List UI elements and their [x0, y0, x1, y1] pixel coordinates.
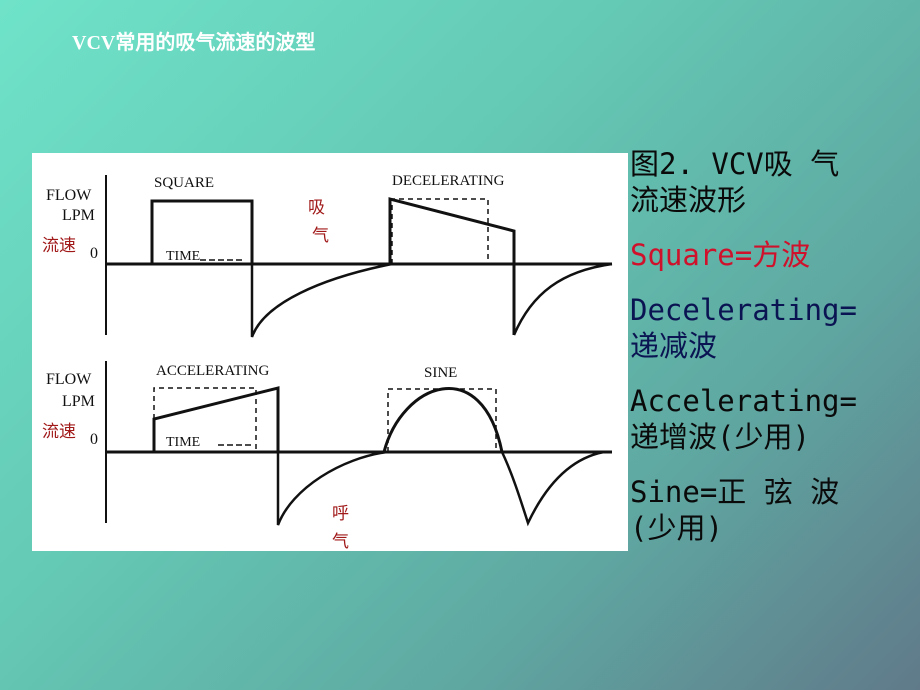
exhale-label-1: 呼	[332, 504, 349, 524]
accelerating-note-line-1: Accelerating=	[630, 384, 857, 418]
square-wave	[150, 199, 254, 264]
accelerating-dashed-box	[153, 387, 257, 452]
caption-line-1: 图2. VCV吸 气	[630, 147, 840, 181]
inhale-label-2: 气	[312, 226, 329, 246]
sine-note-line-2: (少用)	[630, 511, 723, 545]
square-expiratory-curve	[250, 262, 393, 338]
slide-title: VCV常用的吸气流速的波型	[72, 32, 316, 54]
exhale-label-2: 气	[332, 532, 349, 552]
bottom-flow-cn-label: 流速	[42, 422, 76, 442]
notes-panel: 图2. VCV吸 气 流速波形 Square=方波 Decelerating= …	[630, 146, 918, 565]
sine-expiratory-curve	[500, 450, 605, 527]
bottom-unit-label: LPM	[62, 393, 95, 410]
accelerating-note: Accelerating= 递增波(少用)	[630, 383, 918, 455]
bottom-flow-label: FLOW	[46, 371, 92, 388]
figure-caption: 图2. VCV吸 气 流速波形	[630, 146, 918, 218]
accelerating-note-line-2: 递增波(少用)	[630, 420, 810, 454]
top-unit-label: LPM	[62, 207, 95, 224]
accelerating-wave	[152, 386, 280, 452]
accelerating-label: ACCELERATING	[156, 363, 270, 379]
decelerating-note: Decelerating= 递减波	[630, 292, 918, 364]
caption-line-2: 流速波形	[630, 183, 747, 217]
top-panel-graph	[105, 175, 613, 338]
bottom-time-label: TIME	[166, 435, 201, 450]
sine-label: SINE	[424, 365, 458, 381]
sine-wave	[382, 387, 504, 453]
square-note: Square=方波	[630, 237, 918, 273]
decelerating-note-line-1: Decelerating=	[630, 293, 857, 327]
top-flow-label: FLOW	[46, 187, 92, 204]
square-note-text: Square=方波	[630, 238, 811, 272]
bottom-panel-graph	[105, 361, 612, 527]
sine-dashed-box	[387, 388, 497, 452]
square-label: SQUARE	[154, 175, 215, 191]
top-time-label: TIME	[166, 249, 201, 264]
waveform-diagram: FLOW LPM 流速 0 SQUARE DECELERATING TIME 吸…	[32, 153, 628, 552]
decelerating-note-line-2: 递减波	[630, 329, 718, 363]
sine-note: Sine=正 弦 波 (少用)	[630, 474, 918, 546]
accelerating-expiratory-curve	[276, 450, 388, 526]
bottom-zero-label: 0	[90, 431, 98, 448]
sine-note-line-1: Sine=正 弦 波	[630, 475, 840, 509]
decelerating-expiratory-curve	[512, 262, 613, 336]
top-flow-cn-label: 流速	[42, 236, 76, 256]
inhale-label-1: 吸	[308, 198, 325, 218]
decelerating-dashed-box	[391, 198, 489, 264]
decelerating-wave	[388, 197, 516, 335]
decelerating-label: DECELERATING	[392, 173, 505, 189]
top-zero-label: 0	[90, 245, 98, 262]
waveform-drawing	[105, 175, 613, 527]
